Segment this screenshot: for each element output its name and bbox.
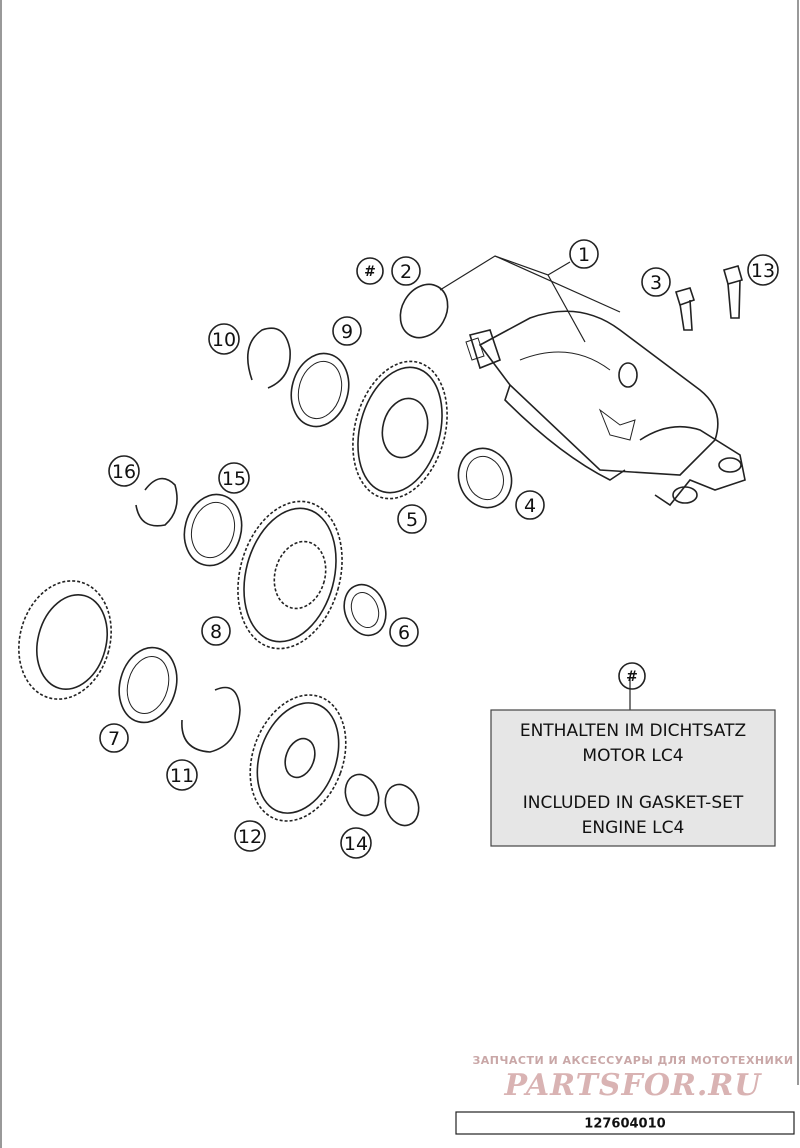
callout-11: 11 <box>166 759 198 791</box>
note-line-3: INCLUDED IN GASKET-SET <box>523 793 744 813</box>
callout-9: 9 <box>332 316 362 346</box>
screw-13 <box>723 265 743 319</box>
callout-6: 6 <box>389 617 419 647</box>
watermark: ЗАПЧАСТИ И АКСЕССУАРЫ ДЛЯ МОТОТЕХНИКИ PA… <box>472 1054 793 1103</box>
svg-text:9: 9 <box>341 321 353 343</box>
gasket-set-note: ENTHALTEN IM DICHTSATZ MOTOR LC4 INCLUDE… <box>490 709 776 847</box>
washer-15 <box>183 493 243 567</box>
svg-text:16: 16 <box>112 461 136 483</box>
svg-text:13: 13 <box>751 260 775 282</box>
svg-text:1: 1 <box>578 244 590 266</box>
gear-12 <box>249 694 347 822</box>
watermark-logo: PARTSFOR.RU <box>504 1068 763 1103</box>
callout-4: 4 <box>515 490 545 520</box>
callout-7: 7 <box>99 723 129 753</box>
callout-5: 5 <box>397 504 427 534</box>
circlip-16 <box>135 477 178 527</box>
leader-lines <box>439 255 631 710</box>
svg-text:7: 7 <box>108 728 120 750</box>
callout-10: 10 <box>208 323 240 355</box>
starter-motor <box>465 310 746 507</box>
bearing-7 <box>118 646 178 724</box>
callout-hash-top: # <box>356 257 384 285</box>
svg-text:#: # <box>364 264 376 280</box>
needle-bearing-6 <box>343 583 387 637</box>
needle-bearing-4 <box>457 447 513 509</box>
callout-13: 13 <box>747 254 779 286</box>
svg-text:11: 11 <box>170 765 194 787</box>
callout-14: 14 <box>340 827 372 859</box>
svg-text:#: # <box>626 669 638 685</box>
circlip-10 <box>246 327 291 389</box>
note-line-4: ENGINE LC4 <box>582 818 685 838</box>
callout-8: 8 <box>201 616 231 646</box>
callout-1: 1 <box>569 239 599 269</box>
callout-2: 2 <box>391 256 421 286</box>
svg-text:14: 14 <box>344 833 368 855</box>
svg-text:4: 4 <box>524 495 536 517</box>
screw-3 <box>674 287 696 331</box>
drawing-code-box: 127604010 <box>455 1111 795 1135</box>
gear-5 <box>352 360 448 500</box>
gear-8 <box>237 500 343 650</box>
svg-text:2: 2 <box>400 261 412 283</box>
drawing-code: 127604010 <box>584 1117 665 1132</box>
callout-hash-note: # <box>618 662 646 690</box>
svg-text:15: 15 <box>222 468 246 490</box>
watermark-tagline: ЗАПЧАСТИ И АКСЕССУАРЫ ДЛЯ МОТОТЕХНИКИ <box>472 1054 793 1067</box>
gear-large-left <box>18 580 112 700</box>
svg-text:3: 3 <box>650 272 662 294</box>
washer-9 <box>290 352 350 428</box>
note-line-2: MOTOR LC4 <box>582 746 683 766</box>
needle-bearings-14 <box>344 773 420 827</box>
circlip-11 <box>181 686 241 753</box>
callout-12: 12 <box>234 820 266 852</box>
svg-text:12: 12 <box>238 826 262 848</box>
svg-text:10: 10 <box>212 329 236 351</box>
callout-3: 3 <box>641 267 671 297</box>
callout-16: 16 <box>108 455 140 487</box>
note-line-1: ENTHALTEN IM DICHTSATZ <box>520 721 746 741</box>
svg-text:8: 8 <box>210 621 222 643</box>
o-ring <box>399 283 449 339</box>
svg-text:6: 6 <box>398 622 410 644</box>
svg-text:5: 5 <box>406 509 418 531</box>
callout-15: 15 <box>218 462 250 494</box>
